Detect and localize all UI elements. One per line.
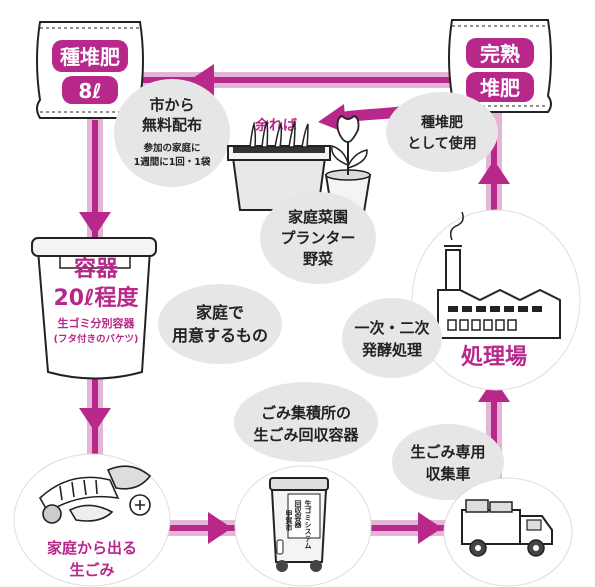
city-line2: 無料配布 [142,116,202,134]
processing-plant-label: 処理場 [461,344,527,370]
bubble-garden: 家庭菜園 プランター 野菜 [260,192,376,284]
seed-compost-amount: 8ℓ [78,79,101,103]
truck-icon [461,499,553,557]
garden-line3: 野菜 [303,250,333,268]
seed-compost-bag: 種堆肥 8ℓ [36,21,144,119]
bucket-icon [31,237,157,380]
processing-plant: 処理場 [411,209,581,391]
arrow-right-bottom-2 [418,512,442,544]
collection-bin-node: 生ゴミシステム 回収容器 甲賀市 [234,465,372,587]
container-sub1: 生ゴミ分別容器 [58,316,136,330]
use-seed-line1: 種堆肥 [421,114,463,131]
food-waste-icon [38,465,152,524]
garden-line1: 家庭菜園 [288,208,348,226]
collection-bin-icon [269,477,329,572]
garden-line2: プランター [280,229,355,247]
city-note1: 参加の家庭に [142,142,200,154]
surplus-label: 余れば [254,117,297,134]
arrow-down-left-1 [79,212,111,236]
container-title: 容器 [74,256,119,282]
bubble-collection-point: ごみ集積所の 生ごみ回収容器 [234,382,378,462]
bin-text2: 回収容器 [294,499,303,529]
city-note2: 1週間に1回・1袋 [134,156,211,168]
container-size: 20ℓ程度 [54,285,140,311]
seed-compost-label: 種堆肥 [60,45,120,69]
factory-icon [437,211,561,339]
city-line1: 市から [149,96,194,114]
container-node: 容器 20ℓ程度 生ゴミ分別容器 (フタ付きのバケツ) [31,237,157,380]
truck-node [443,477,573,587]
arrow-down-left-2 [79,408,111,432]
bubble-fermentation: 一次・二次 発酵処理 [342,298,442,378]
finished-compost-line2: 堆肥 [480,76,520,100]
prepared-line1: 家庭で [196,303,244,322]
prepared-line2: 用意するもの [172,326,268,345]
arrow-right-bottom-1 [208,512,232,544]
bubble-city-distribution: 市から 無料配布 参加の家庭に 1週間に1回・1袋 [114,79,230,187]
finished-compost-bag: 完熟 堆肥 [448,19,552,113]
fermentation-line1: 一次・二次 [354,319,429,337]
household-waste-line2: 生ごみ [69,561,114,579]
bin-text1: 生ゴミシステム [304,499,312,549]
arrow-up-right-2 [478,160,510,184]
truck-bubble-line1: 生ごみ専用 [410,443,485,461]
bubble-prepared-at-home: 家庭で 用意するもの [158,284,282,364]
household-waste-line1: 家庭から出る [47,539,137,557]
collection-point-line1: ごみ集積所の [261,404,351,422]
arrow-left-top [190,64,214,96]
use-seed-line2: として使用 [407,135,477,152]
container-sub2: (フタ付きのバケツ) [54,333,139,345]
collection-point-line2: 生ごみ回収容器 [253,426,359,444]
bubble-use-as-seed: 種堆肥 として使用 [386,92,498,172]
finished-compost-line1: 完熟 [480,42,520,66]
household-waste-node: 家庭から出る 生ごみ [13,453,171,587]
bin-text3: 甲賀市 [285,510,294,532]
truck-bubble-line2: 収集車 [425,465,470,483]
fermentation-line2: 発酵処理 [361,341,422,359]
bubble-collection-truck: 生ごみ専用 収集車 [392,424,504,500]
